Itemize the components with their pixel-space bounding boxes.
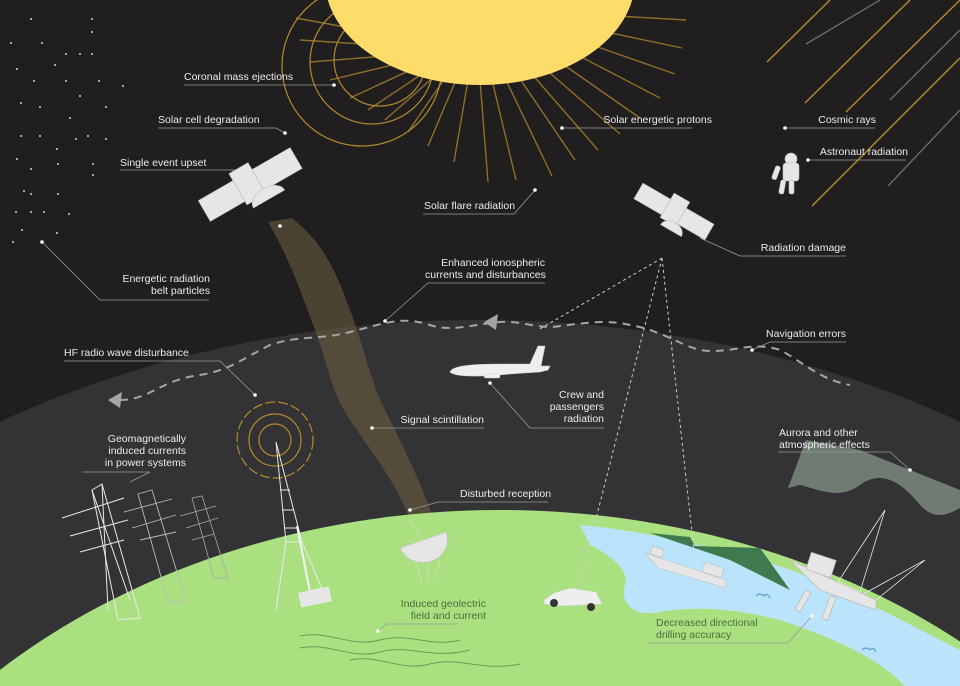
label-solar-cell-degradation: Solar cell degradation bbox=[158, 114, 260, 126]
label-induced-geoelectric-field: Induced geolectric field and current bbox=[400, 598, 486, 622]
car-icon bbox=[543, 587, 603, 611]
label-energetic-radiation-belt-particles: Energetic radiation belt particles bbox=[122, 273, 210, 297]
power-pylon-icon bbox=[61, 483, 141, 621]
gps-lines bbox=[537, 257, 696, 591]
ionospheric-path bbox=[119, 319, 851, 401]
label-solar-energetic-protons: Solar energetic protons bbox=[603, 114, 712, 126]
label-single-event-upset: Single event upset bbox=[120, 157, 207, 169]
oil-rig-icon bbox=[789, 509, 926, 621]
arrow-left-icon bbox=[108, 392, 122, 408]
power-pylon-icon bbox=[123, 489, 187, 603]
label-navigation-errors: Navigation errors bbox=[766, 328, 846, 340]
stars bbox=[10, 18, 124, 243]
label-astronaut-radiation: Astronaut radiation bbox=[819, 146, 908, 158]
water-waves bbox=[755, 593, 877, 653]
power-pylon-icon bbox=[179, 495, 229, 579]
airplane-icon bbox=[449, 345, 551, 379]
cosmic-rays bbox=[766, 0, 960, 207]
ship-icon bbox=[644, 545, 727, 589]
hf-radio-waves bbox=[236, 401, 314, 479]
label-solar-flare-radiation: Solar flare radiation bbox=[424, 200, 516, 212]
sun-icon bbox=[327, 0, 633, 85]
satellite-icon bbox=[197, 147, 303, 222]
label-geomagnetically-induced-currents: Geomagnetically induced currents in powe… bbox=[104, 433, 186, 469]
satellite-dish-icon bbox=[399, 519, 448, 583]
label-signal-scintillation: Signal scintillation bbox=[400, 414, 484, 426]
label-hf-radio-wave-disturbance: HF radio wave disturbance bbox=[64, 347, 189, 359]
leader-dots bbox=[40, 83, 912, 633]
label-cosmic-rays: Cosmic rays bbox=[818, 114, 876, 126]
label-radiation-damage: Radiation damage bbox=[760, 242, 846, 254]
label-crew-and-passengers-radiation: Crew and passengers radiation bbox=[549, 389, 604, 425]
geoelectric-waves bbox=[299, 634, 521, 667]
arrow-left-icon bbox=[484, 314, 498, 330]
label-enhanced-ionospheric-currents: Enhanced ionospheric currents and distur… bbox=[425, 257, 546, 281]
leader-lines bbox=[41, 84, 911, 644]
astronaut-icon bbox=[771, 152, 800, 195]
aurora-icon bbox=[788, 440, 960, 516]
label-coronal-mass-ejections: Coronal mass ejections bbox=[184, 71, 294, 83]
satellite-icon bbox=[633, 182, 715, 241]
radio-tower-icon bbox=[275, 441, 332, 611]
label-decreased-directional-drilling: Decreased directional drilling accuracy bbox=[656, 617, 758, 641]
signal-scintillation-beam bbox=[268, 218, 432, 520]
label-aurora-and-other-atmospheric-effects: Aurora and other atmospheric effects bbox=[779, 427, 870, 451]
shallow-shelf bbox=[650, 533, 790, 590]
label-disturbed-reception: Disturbed reception bbox=[460, 488, 552, 500]
